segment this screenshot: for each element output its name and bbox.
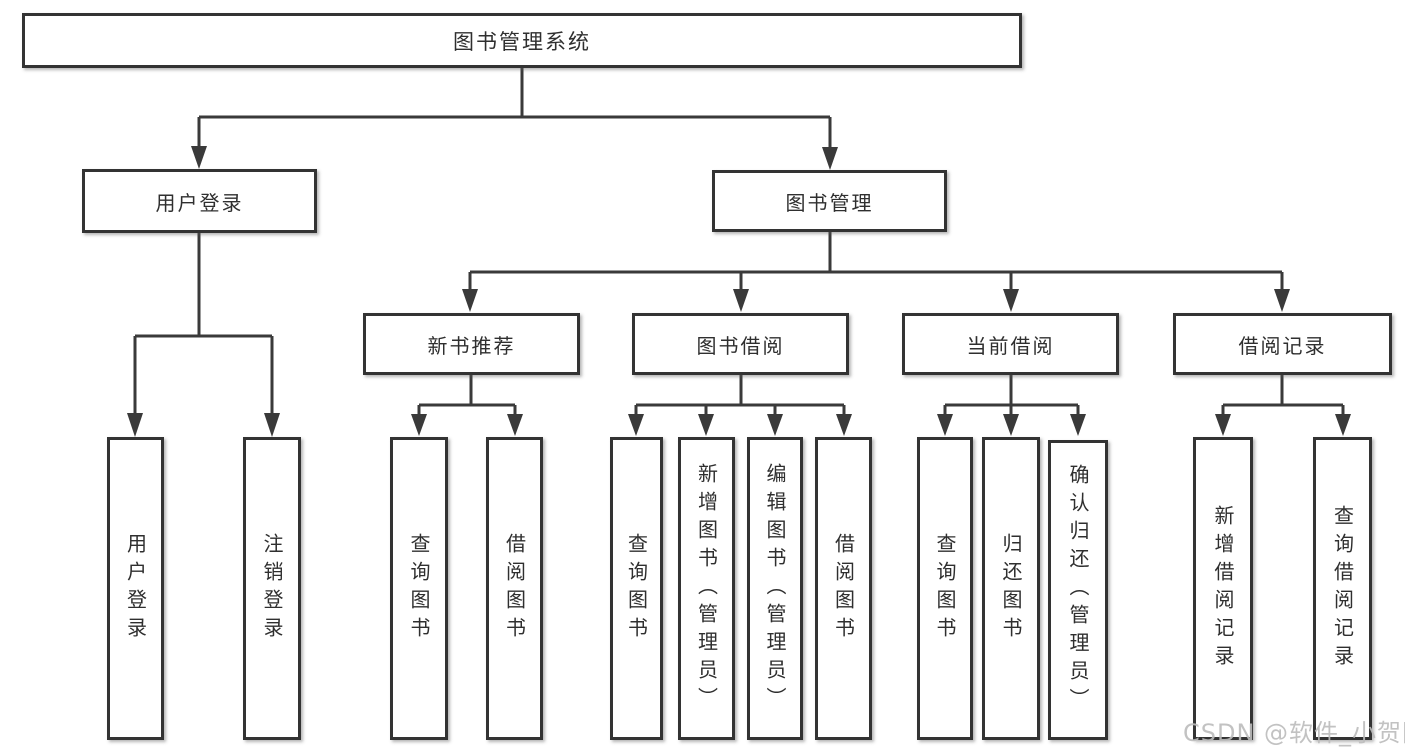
node-label: 用户登录 — [123, 532, 148, 645]
node-label: 借阅图书 — [502, 532, 527, 645]
leaf-query-borrow-record: 查询借阅记录 — [1313, 437, 1372, 740]
node-label: 借阅图书 — [831, 532, 856, 645]
node-book-borrowing: 图书借阅 — [632, 313, 849, 375]
leaf-confirm-return-admin: 确认归还（管理员） — [1048, 440, 1108, 740]
leaf-logout-login: 注销登录 — [243, 437, 301, 740]
node-label: 当前借阅 — [966, 333, 1055, 358]
connector-path — [133, 68, 1345, 419]
node-label: 查询图书 — [933, 532, 957, 645]
leaf-borrow-books-borrowing: 借阅图书 — [815, 437, 872, 740]
node-label: 归还图书 — [999, 532, 1023, 645]
leaf-user-login: 用户登录 — [107, 437, 164, 740]
node-label: 用户登录 — [155, 190, 244, 215]
node-label: 注销登录 — [260, 532, 284, 645]
node-label: 确认归还（管理员） — [1066, 464, 1090, 716]
node-new-book-recommendation: 新书推荐 — [363, 313, 580, 375]
watermark: CSDN @软件_小贺同学 — [1183, 719, 1405, 747]
leaf-add-books-admin: 新增图书（管理员） — [678, 437, 735, 740]
node-label: 查询图书 — [624, 532, 649, 645]
arrowheads — [127, 146, 1351, 437]
leaf-borrow-books-recommend: 借阅图书 — [486, 437, 543, 740]
node-label: 借阅记录 — [1238, 333, 1327, 358]
node-label: 查询图书 — [407, 532, 431, 645]
leaf-return-books: 归还图书 — [982, 437, 1040, 740]
node-label: 图书管理系统 — [453, 29, 591, 54]
node-user-login: 用户登录 — [82, 169, 317, 233]
node-current-borrowing: 当前借阅 — [902, 313, 1119, 375]
node-label: 查询借阅记录 — [1330, 504, 1355, 673]
node-label: 编辑图书（管理员） — [763, 462, 787, 715]
leaf-query-books-borrowing: 查询图书 — [610, 437, 663, 740]
leaf-query-books-recommend: 查询图书 — [390, 437, 448, 740]
node-label: 新书推荐 — [427, 333, 516, 358]
node-book-management: 图书管理 — [712, 170, 947, 232]
leaf-edit-books-admin: 编辑图书（管理员） — [747, 437, 803, 740]
node-borrowing-records: 借阅记录 — [1173, 313, 1392, 375]
node-label: 图书借阅 — [696, 333, 785, 358]
node-library-system: 图书管理系统 — [22, 13, 1022, 68]
leaf-add-borrow-record: 新增借阅记录 — [1193, 437, 1253, 740]
leaf-query-books-current: 查询图书 — [917, 437, 973, 740]
node-label: 新增借阅记录 — [1211, 504, 1235, 673]
node-label: 图书管理 — [785, 190, 874, 215]
node-label: 新增图书（管理员） — [694, 462, 719, 715]
